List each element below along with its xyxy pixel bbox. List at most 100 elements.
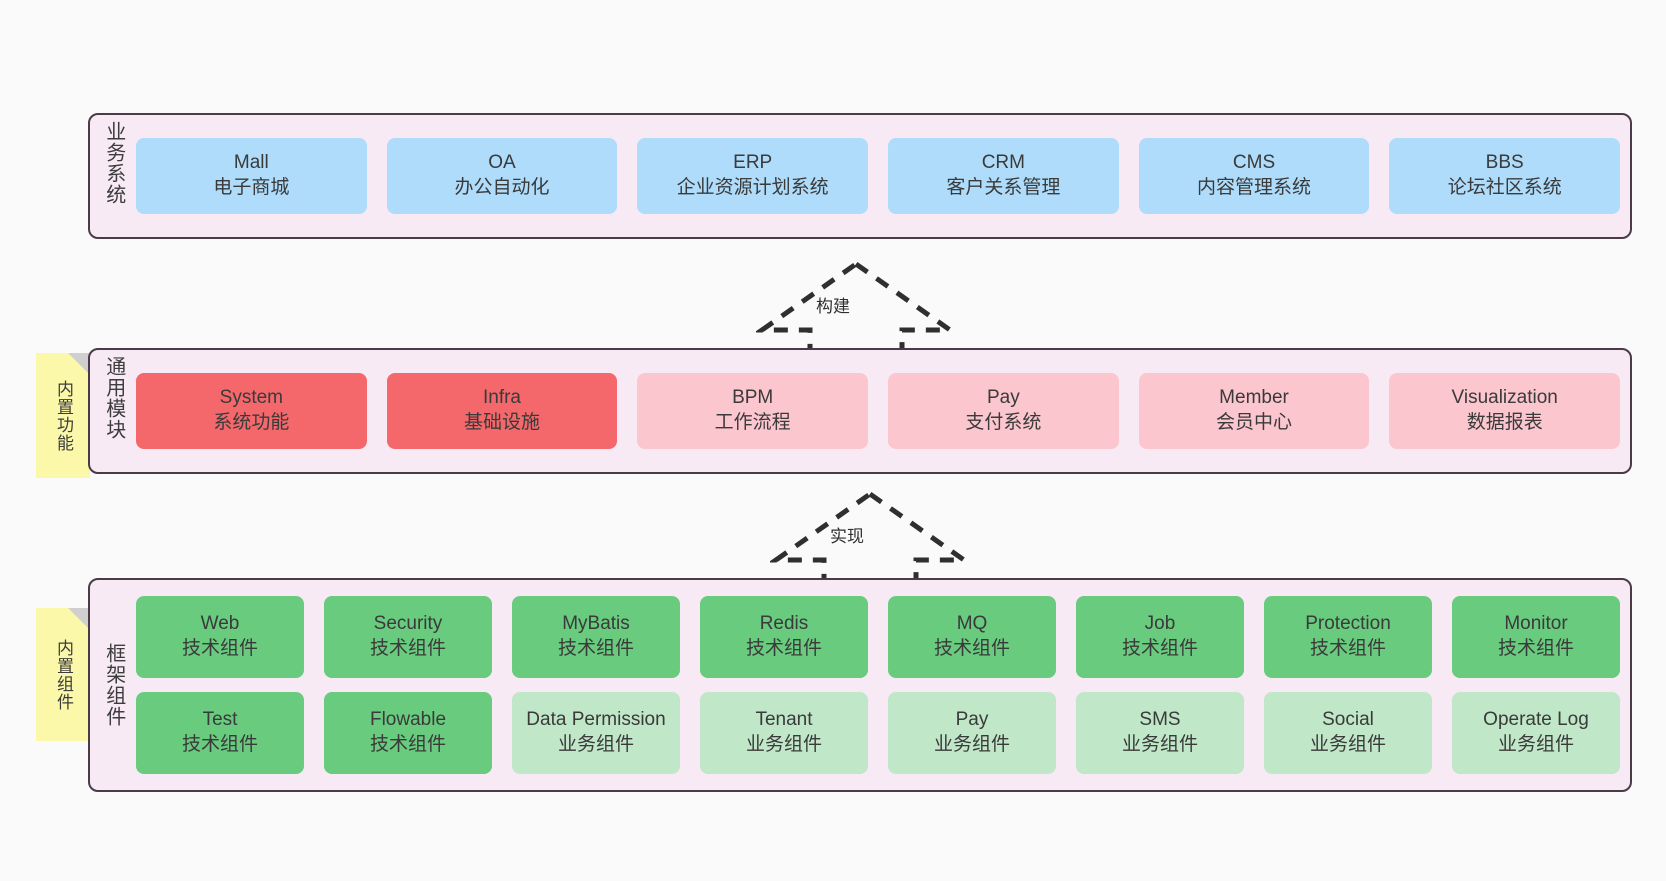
card-subtitle: 技术组件 <box>745 638 822 659</box>
card-mall[interactable]: Mall 电子商城 <box>136 138 367 214</box>
card-title: Tenant <box>755 709 813 731</box>
layer-label-common: 通用模块 <box>90 350 136 472</box>
framework-biz-row: Test 技术组件 Flowable 技术组件 Data Permission … <box>136 692 1620 774</box>
layer-body-business: Mall 电子商城 OA 办公自动化 ERP 企业资源计划系统 CRM 客户关系… <box>136 115 1630 237</box>
card-title: Visualization <box>1451 387 1558 409</box>
card-subtitle: 数据报表 <box>1466 412 1543 433</box>
layer-body-framework: Web 技术组件 Security 技术组件 MyBatis 技术组件 Redi… <box>136 580 1630 790</box>
card-title: Pay <box>986 387 1020 409</box>
card-pay-component[interactable]: Pay 业务组件 <box>888 692 1056 774</box>
card-subtitle: 工作流程 <box>714 412 791 433</box>
card-member[interactable]: Member 会员中心 <box>1138 373 1370 449</box>
note-builtin-component: 内置组件 <box>36 608 90 741</box>
card-title: System <box>219 387 284 409</box>
card-tenant[interactable]: Tenant 业务组件 <box>700 692 868 774</box>
card-sms[interactable]: SMS 业务组件 <box>1076 692 1244 774</box>
card-title: Monitor <box>1504 613 1568 635</box>
card-subtitle: 基础设施 <box>464 412 541 433</box>
card-monitor[interactable]: Monitor 技术组件 <box>1452 596 1620 678</box>
card-subtitle: 客户关系管理 <box>946 177 1061 198</box>
card-title: Member <box>1219 387 1289 409</box>
layer-label-business-text: 业务系统 <box>102 121 125 205</box>
card-bpm[interactable]: BPM 工作流程 <box>637 373 869 449</box>
card-title: Web <box>200 613 240 635</box>
card-mq[interactable]: MQ 技术组件 <box>888 596 1056 678</box>
card-subtitle: 企业资源计划系统 <box>676 177 829 198</box>
card-crm[interactable]: CRM 客户关系管理 <box>888 138 1119 214</box>
card-web[interactable]: Web 技术组件 <box>136 596 304 678</box>
card-title: Pay <box>955 709 989 731</box>
card-job[interactable]: Job 技术组件 <box>1076 596 1244 678</box>
note-builtin-component-text: 内置组件 <box>54 638 74 711</box>
card-title: BPM <box>732 387 774 409</box>
card-visualization[interactable]: Visualization 数据报表 <box>1389 373 1621 449</box>
card-title: Data Permission <box>526 709 666 731</box>
card-subtitle: 技术组件 <box>181 638 258 659</box>
card-system[interactable]: System 系统功能 <box>136 373 367 449</box>
card-subtitle: 办公自动化 <box>454 177 550 198</box>
card-subtitle: 支付系统 <box>965 412 1042 433</box>
layer-framework-component: 框架组件 Web 技术组件 Security 技术组件 MyBatis 技术组件… <box>88 578 1632 792</box>
card-title: MQ <box>956 613 988 635</box>
layer-common-module: 通用模块 System 系统功能 Infra 基础设施 BPM 工作流程 Pay <box>88 348 1632 474</box>
business-card-row: Mall 电子商城 OA 办公自动化 ERP 企业资源计划系统 CRM 客户关系… <box>136 138 1621 214</box>
card-title: Protection <box>1305 613 1391 635</box>
card-subtitle: 技术组件 <box>369 638 446 659</box>
card-operate-log[interactable]: Operate Log 业务组件 <box>1452 692 1620 774</box>
implement-arrow <box>770 490 970 587</box>
card-subtitle: 技术组件 <box>1121 638 1198 659</box>
card-title: SMS <box>1139 709 1181 731</box>
card-title: Infra <box>482 387 522 409</box>
card-flowable[interactable]: Flowable 技术组件 <box>324 692 492 774</box>
card-subtitle: 业务组件 <box>557 734 634 755</box>
card-cms[interactable]: CMS 内容管理系统 <box>1138 138 1370 214</box>
card-social[interactable]: Social 业务组件 <box>1264 692 1432 774</box>
note-fold-corner-icon <box>68 353 90 375</box>
card-title: OA <box>488 152 516 174</box>
card-protection[interactable]: Protection 技术组件 <box>1264 596 1432 678</box>
card-subtitle: 内容管理系统 <box>1197 177 1312 198</box>
layer-business-system: 业务系统 Mall 电子商城 OA 办公自动化 ERP 企业资源计划系统 CRM <box>88 113 1632 239</box>
layer-label-business: 业务系统 <box>90 115 136 237</box>
card-title: Operate Log <box>1483 709 1589 731</box>
card-infra[interactable]: Infra 基础设施 <box>386 373 618 449</box>
card-redis[interactable]: Redis 技术组件 <box>700 596 868 678</box>
card-title: Social <box>1322 709 1374 731</box>
layer-label-common-text: 通用模块 <box>102 356 125 440</box>
layer-label-framework-text: 框架组件 <box>102 643 125 727</box>
card-pay-module[interactable]: Pay 支付系统 <box>888 373 1119 449</box>
card-subtitle: 技术组件 <box>1497 638 1574 659</box>
card-title: Job <box>1144 613 1176 635</box>
layer-body-common: System 系统功能 Infra 基础设施 BPM 工作流程 Pay 支付系统… <box>136 350 1630 472</box>
card-title: CMS <box>1232 152 1276 174</box>
note-fold-corner-icon <box>68 608 90 630</box>
implement-arrow-label: 实现 <box>830 527 864 546</box>
card-title: Mall <box>233 152 269 174</box>
note-builtin-function: 内置功能 <box>36 353 90 478</box>
card-subtitle: 技术组件 <box>557 638 634 659</box>
card-subtitle: 电子商城 <box>213 177 290 198</box>
framework-tech-row: Web 技术组件 Security 技术组件 MyBatis 技术组件 Redi… <box>136 596 1620 678</box>
build-arrow <box>756 260 956 357</box>
card-subtitle: 业务组件 <box>1121 734 1198 755</box>
card-security[interactable]: Security 技术组件 <box>324 596 492 678</box>
card-title: MyBatis <box>562 613 630 635</box>
card-data-permission[interactable]: Data Permission 业务组件 <box>512 692 680 774</box>
card-oa[interactable]: OA 办公自动化 <box>386 138 618 214</box>
card-mybatis[interactable]: MyBatis 技术组件 <box>512 596 680 678</box>
card-subtitle: 业务组件 <box>745 734 822 755</box>
card-subtitle: 技术组件 <box>1309 638 1386 659</box>
build-arrow-shape <box>756 260 956 357</box>
card-bbs[interactable]: BBS 论坛社区系统 <box>1389 138 1621 214</box>
card-subtitle: 业务组件 <box>1309 734 1386 755</box>
card-subtitle: 系统功能 <box>213 412 290 433</box>
card-test[interactable]: Test 技术组件 <box>136 692 304 774</box>
card-title: ERP <box>733 152 773 174</box>
card-subtitle: 业务组件 <box>933 734 1010 755</box>
card-subtitle: 业务组件 <box>1497 734 1574 755</box>
card-erp[interactable]: ERP 企业资源计划系统 <box>637 138 869 214</box>
layer-label-framework: 框架组件 <box>90 580 136 790</box>
card-title: CRM <box>981 152 1025 174</box>
card-title: Security <box>373 613 443 635</box>
